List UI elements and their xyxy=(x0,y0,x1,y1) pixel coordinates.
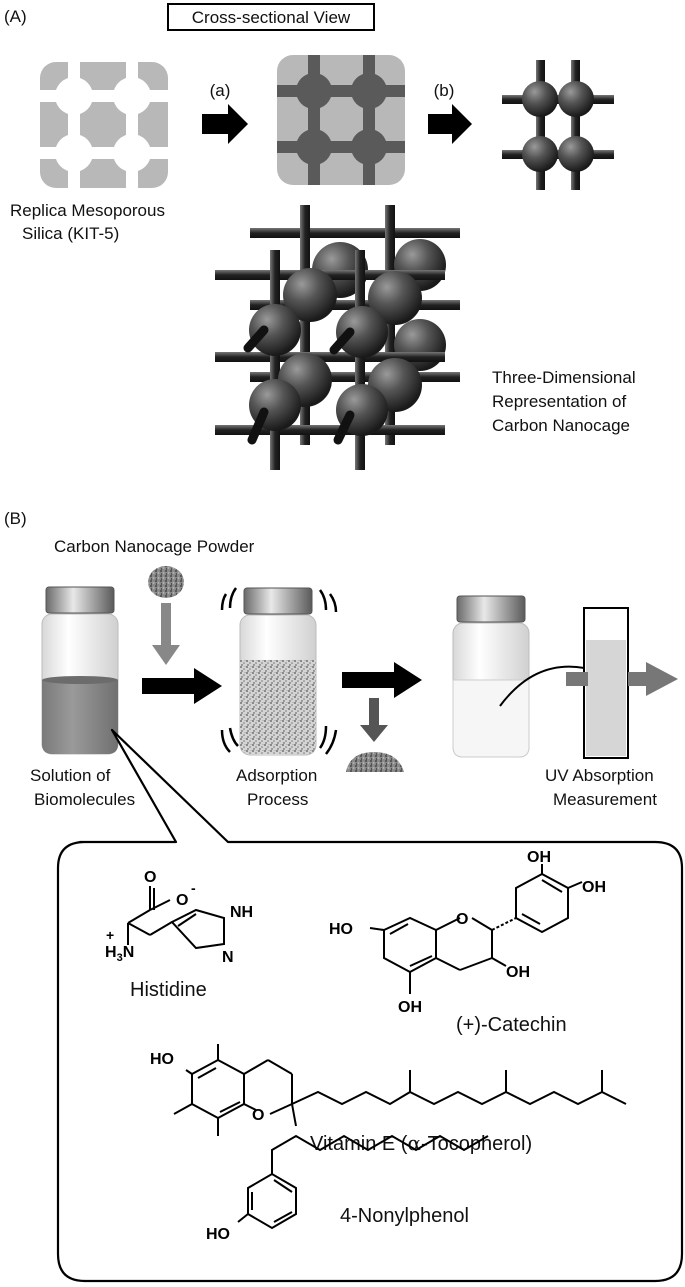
three-d-caption-line3: Carbon Nanocage xyxy=(492,416,630,435)
adsorption-caption-line1: Adsorption xyxy=(236,766,317,785)
cat-atom-oh-top1: OH xyxy=(527,849,551,866)
histidine-name: Histidine xyxy=(130,979,207,1001)
cross-section-title-box xyxy=(167,3,375,31)
carbon-nanocage-cross-section xyxy=(502,60,614,190)
step-a-arrow xyxy=(202,104,248,144)
histidine-structure xyxy=(127,886,225,950)
vit-e-alpha: α xyxy=(407,1131,421,1155)
nonylphenol-structure xyxy=(237,1134,489,1230)
uv-caption-line2: Measurement xyxy=(553,790,657,809)
silica-caption-line2: Silica (KIT-5) xyxy=(22,224,119,243)
nonylphenol-name: 4-Nonylphenol xyxy=(340,1205,469,1227)
step-b-label: (b) xyxy=(434,81,455,100)
his-atom-o-minus: O xyxy=(176,892,188,909)
powder-drop-arrow xyxy=(152,603,180,665)
cross-section-title: Cross-sectional View xyxy=(192,8,351,27)
cat-atom-oh-5: OH xyxy=(398,999,422,1016)
silica-template xyxy=(40,62,168,188)
process-arrow-2 xyxy=(342,662,422,698)
panel-a-label: (A) xyxy=(4,7,27,26)
his-atom-h3n-sub: 3 xyxy=(117,952,123,964)
carbon-filled-silica xyxy=(277,55,405,185)
uv-beam-arrow xyxy=(566,662,678,696)
nonylphenol-atom-ho: HO xyxy=(206,1226,230,1243)
solution-vial xyxy=(41,586,119,755)
powder-particle-icon xyxy=(148,566,184,598)
vit-e-atom-ho: HO xyxy=(150,1051,174,1068)
powder-label: Carbon Nanocage Powder xyxy=(54,537,255,556)
removed-powder-pile-icon xyxy=(346,752,404,772)
uv-caption-line1: UV Absorption xyxy=(545,766,654,785)
adsorption-caption-line2: Process xyxy=(247,790,308,809)
cat-atom-oh-top2: OH xyxy=(582,879,606,896)
uv-cuvette xyxy=(583,607,629,759)
adsorption-vial xyxy=(220,587,338,756)
molecule-callout-box xyxy=(56,728,684,1283)
powder-removal-arrow xyxy=(360,698,388,742)
his-atom-o: O xyxy=(144,869,156,886)
process-arrow-1 xyxy=(142,668,222,704)
vitamin-e-structure xyxy=(173,1044,627,1136)
catechin-structure xyxy=(369,864,583,994)
solution-caption-line2: Biomolecules xyxy=(34,790,135,809)
catechin-name: (+)-Catechin xyxy=(456,1014,567,1036)
cat-atom-ho-left: HO xyxy=(329,921,353,938)
his-atom-nh: NH xyxy=(230,904,253,921)
carbon-nanocage-3d xyxy=(215,205,460,470)
step-b-arrow xyxy=(428,104,472,144)
cat-atom-o-ring: O xyxy=(456,911,468,928)
three-d-caption-line2: Representation of xyxy=(492,392,626,411)
his-atom-minus: - xyxy=(191,880,196,896)
his-atom-h3n-h: H xyxy=(105,944,117,961)
supernatant-vial xyxy=(452,595,530,758)
his-atom-plus: + xyxy=(106,927,114,943)
cat-atom-oh-3: OH xyxy=(506,964,530,981)
vit-e-name-suffix: -Tocopherol) xyxy=(421,1133,532,1155)
panel-b-label: (B) xyxy=(4,509,27,528)
vit-e-atom-o: O xyxy=(252,1107,264,1124)
solution-caption-line1: Solution of xyxy=(30,766,111,785)
his-atom-h3n: H3N xyxy=(105,944,134,964)
silica-caption-line1: Replica Mesoporous xyxy=(10,201,165,220)
three-d-caption-line1: Three-Dimensional xyxy=(492,368,636,387)
vitamin-e-name: Vitamin E (α-Tocopherol) xyxy=(310,1131,532,1155)
his-atom-n: N xyxy=(222,949,234,966)
his-atom-h3n-n: N xyxy=(123,944,135,961)
step-a-label: (a) xyxy=(210,81,231,100)
